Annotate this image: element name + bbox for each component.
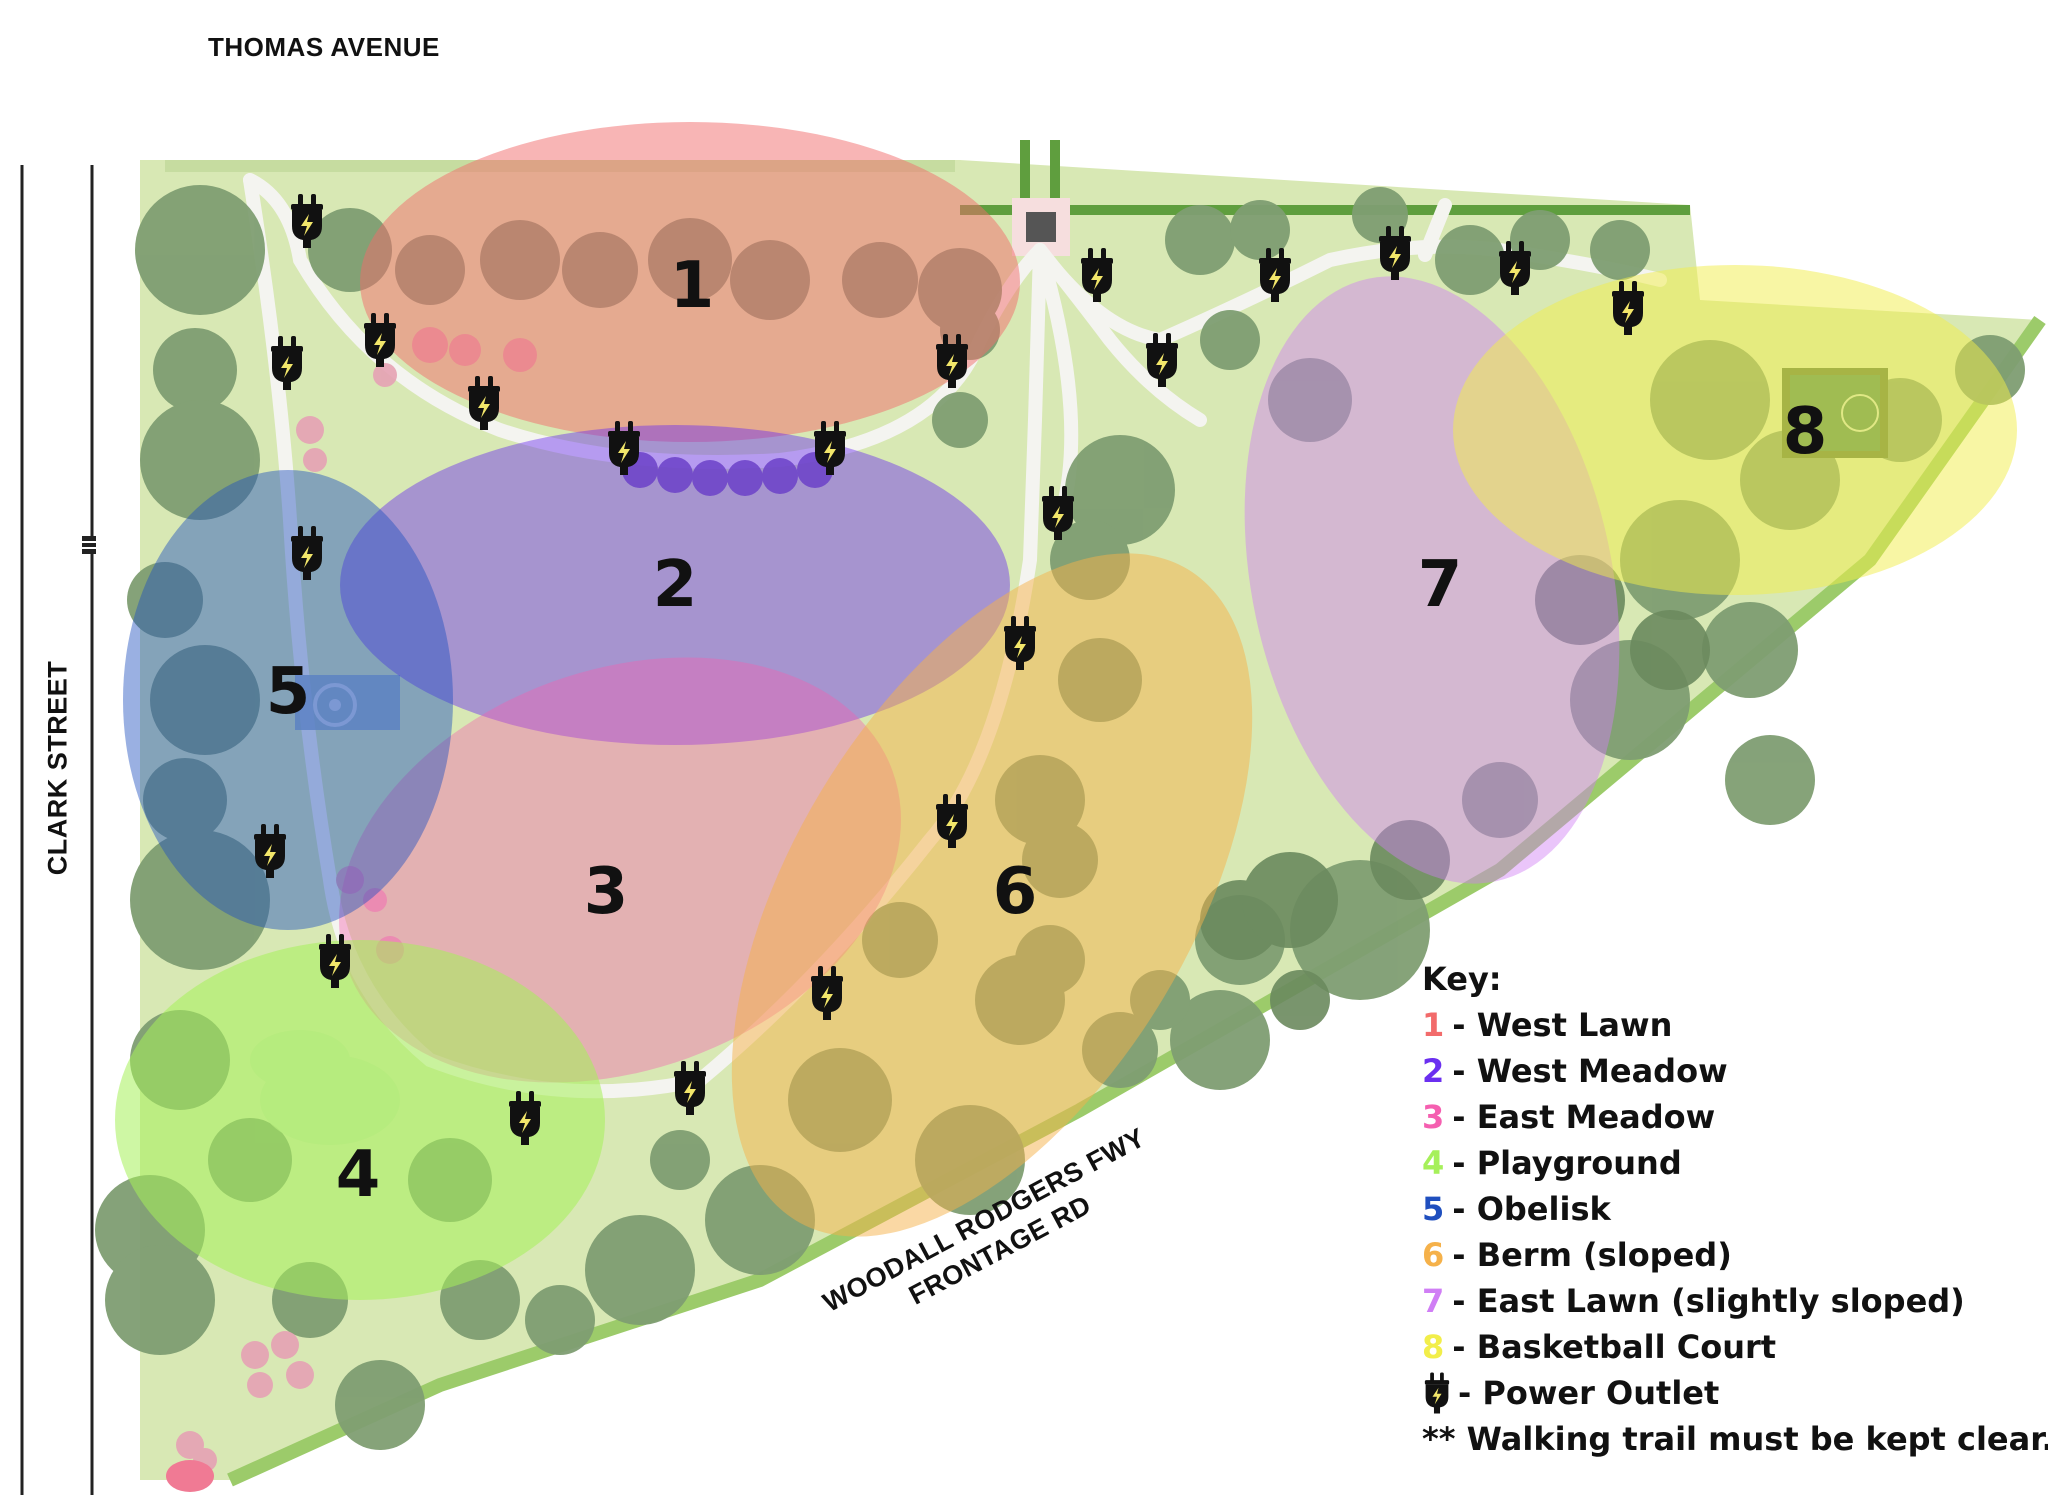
legend-zone-number: 2: [1422, 1052, 1445, 1090]
legend-zone-number: 8: [1422, 1328, 1445, 1366]
zone-number-4: 4: [335, 1138, 381, 1212]
zone-number-6: 6: [992, 855, 1038, 929]
legend-row-zone-1: 1- West Lawn: [1422, 1002, 2048, 1048]
legend-row-zone-7: 7- East Lawn (slightly sloped): [1422, 1278, 2048, 1324]
legend-zone-name: West Meadow: [1476, 1052, 1728, 1090]
legend-zone-name: Playground: [1476, 1144, 1682, 1182]
power-plug-icon: [1424, 1372, 1450, 1414]
legend-zone-name: Basketball Court: [1476, 1328, 1777, 1366]
zone-number-5: 5: [265, 655, 311, 729]
legend-separator: -: [1452, 1144, 1466, 1182]
street-label-clark-street: CLARK STREET: [42, 660, 73, 876]
obelisk-plaza: [295, 675, 400, 730]
legend-separator: -: [1452, 1052, 1466, 1090]
entry-walk-left: [1020, 140, 1030, 200]
zone-number-3: 3: [583, 855, 629, 929]
legend-zone-number: 1: [1422, 1006, 1445, 1044]
legend-zone-number: 4: [1422, 1144, 1445, 1182]
zone-6-berm: [731, 553, 1253, 1237]
zone-number-2: 2: [652, 548, 698, 622]
park-border-strip: [960, 205, 1690, 215]
legend-separator: -: [1452, 1190, 1466, 1228]
legend-row-zone-2: 2- West Meadow: [1422, 1048, 2048, 1094]
street-label-thomas-avenue: THOMAS AVENUE: [208, 32, 440, 62]
legend-row-zone-5: 5- Obelisk: [1422, 1186, 2048, 1232]
legend-row-power-outlet: - Power Outlet: [1422, 1370, 2048, 1416]
legend-separator: -: [1452, 1006, 1466, 1044]
legend-outlet-label: Power Outlet: [1482, 1374, 1720, 1412]
legend-separator: -: [1452, 1328, 1466, 1366]
legend-row-zone-8: 8- Basketball Court: [1422, 1324, 2048, 1370]
legend-row-zone-3: 3- East Meadow: [1422, 1094, 2048, 1140]
legend-zone-name: Obelisk: [1476, 1190, 1611, 1228]
zone-number-8: 8: [1782, 395, 1828, 469]
zone-2-west-meadow: [340, 425, 1010, 745]
legend-zone-number: 7: [1422, 1282, 1445, 1320]
legend-zone-name: East Lawn (slightly sloped): [1476, 1282, 1965, 1320]
legend-zone-name: West Lawn: [1476, 1006, 1673, 1044]
legend-zone-number: 6: [1422, 1236, 1445, 1274]
legend-row-zone-6: 6- Berm (sloped): [1422, 1232, 2048, 1278]
street-sign-icon: [82, 536, 96, 554]
legend-zone-name: Berm (sloped): [1476, 1236, 1732, 1274]
legend-zone-number: 3: [1422, 1098, 1445, 1136]
legend-row-zone-4: 4- Playground: [1422, 1140, 2048, 1186]
zone-5-obelisk: [123, 470, 453, 930]
legend-zone-number: 5: [1422, 1190, 1445, 1228]
zone-number-1: 1: [669, 249, 715, 323]
legend-title: Key:: [1422, 960, 1502, 998]
legend-note: ** Walking trail must be kept clear.: [1422, 1420, 2048, 1458]
zone-8-basketball-court: [1453, 265, 2017, 595]
zone-number-7: 7: [1417, 548, 1463, 622]
zone-overlays: [115, 122, 2017, 1300]
legend-separator: -: [1452, 1282, 1466, 1320]
legend-zone-name: East Meadow: [1476, 1098, 1716, 1136]
legend-separator: -: [1452, 1098, 1466, 1136]
zone-4-playground: [115, 940, 605, 1300]
legend-separator: -: [1458, 1374, 1472, 1412]
entry-walk-right: [1050, 140, 1060, 200]
monument-icon: [1026, 212, 1056, 242]
legend-separator: -: [1452, 1236, 1466, 1274]
tree-canopy-dark: [1200, 555, 1710, 1030]
zone-1-west-lawn: [360, 122, 1020, 442]
pink-planter: [166, 1460, 214, 1492]
